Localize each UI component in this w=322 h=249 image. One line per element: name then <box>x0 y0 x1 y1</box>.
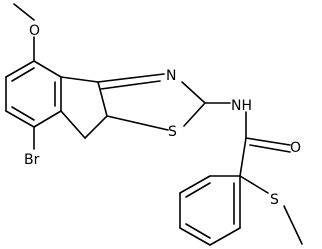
bond-s-c2 <box>106 115 169 131</box>
bond-b2-b3-double <box>185 182 211 198</box>
atom-carbonyl-o: O <box>290 140 301 156</box>
atom-bromo: Br <box>24 152 40 168</box>
bond-c1-n <box>97 73 165 83</box>
bond-a1-a2 <box>33 60 62 78</box>
bond-ch2-a3 <box>60 110 86 139</box>
bond-b4-b5 <box>179 227 211 246</box>
bonds <box>5 3 303 246</box>
bond-b1-s <box>239 175 269 194</box>
bond-n-c2t <box>181 81 206 104</box>
bond-co-o <box>245 137 291 146</box>
bond-a5-a4-double <box>11 106 35 121</box>
atom-ring-n: N <box>166 68 176 84</box>
atom-methoxy-o: O <box>29 23 40 39</box>
bond-b2-b3 <box>179 175 211 194</box>
bond-a6-a1 <box>5 60 35 78</box>
bond-c1-c2 <box>97 81 108 117</box>
atom-labels: O N NH O S S Br <box>24 23 301 208</box>
atom-ring-s: S <box>168 124 177 140</box>
bond-a1-a6-double <box>11 67 35 82</box>
atom-amide-nh: NH <box>231 98 252 114</box>
bond-a3-a4 <box>33 110 62 128</box>
bond-c2t-s <box>183 102 206 127</box>
bond-b5-b6 <box>209 227 241 246</box>
bond-b4-b5-double <box>185 223 211 239</box>
atom-thioether-s: S <box>270 192 279 208</box>
bond-s-methyl <box>283 205 303 245</box>
bond-c1-n-double <box>100 80 161 90</box>
bond-co-o-double <box>249 144 291 153</box>
bond-a2-c1 <box>60 76 99 83</box>
bond-co-b1 <box>239 137 247 177</box>
bond-a4-a5 <box>5 110 35 128</box>
bond-c2-ch2 <box>84 115 108 139</box>
bond-methyl-o <box>13 3 35 21</box>
